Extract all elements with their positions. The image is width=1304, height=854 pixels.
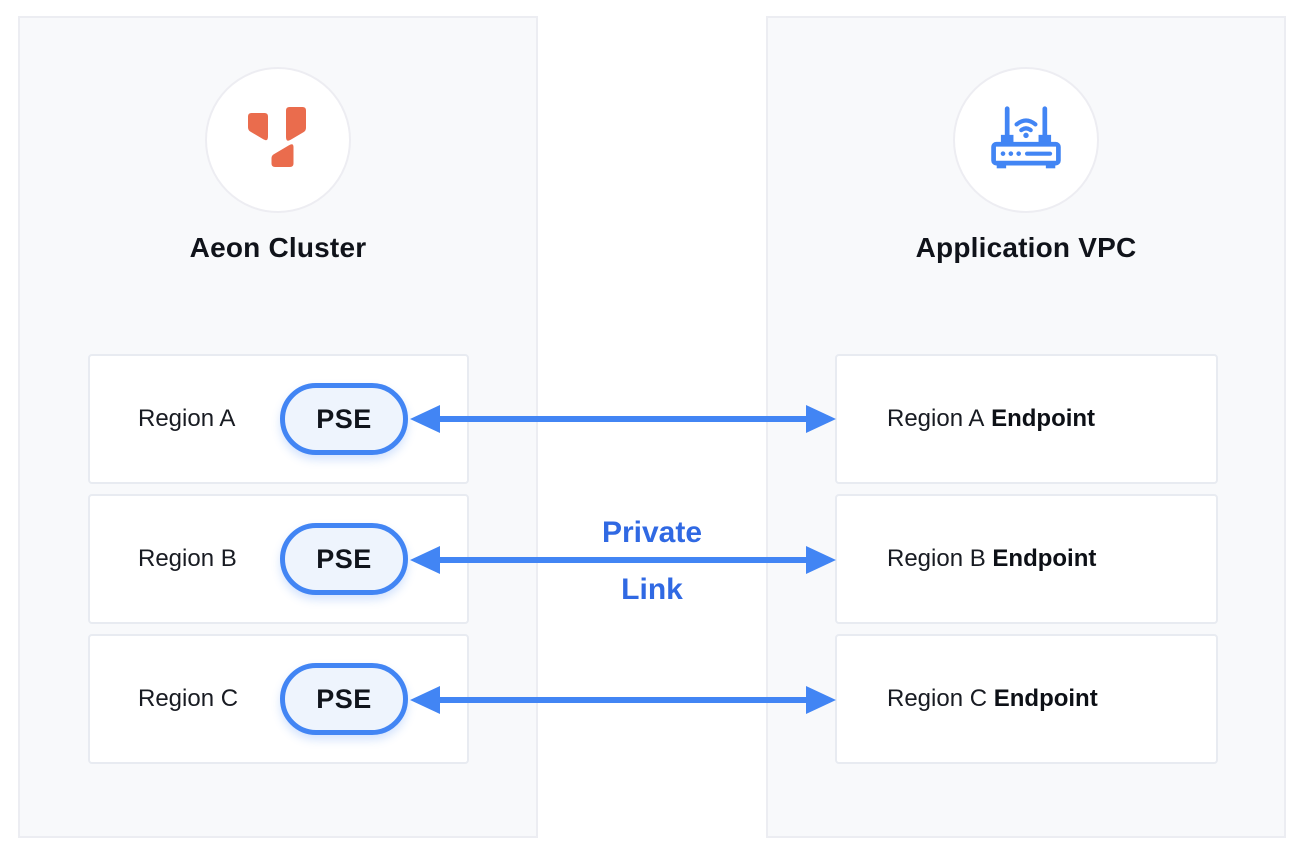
vpc-region-a-text: Region A [887,405,985,432]
region-a-pse-badge: PSE [280,383,408,455]
vpc-region-c-text: Region C [887,685,988,712]
private-link-label-line1: Private [601,516,703,549]
vpc-region-c-endpoint-text: Endpoint [993,685,1098,712]
application-vpc-title: Application VPC [915,232,1137,263]
arrow-shaft [432,697,814,703]
vpc-region-a-endpoint-text: Endpoint [991,405,1096,432]
aeon-region-a-label: Region A [138,405,236,432]
application-vpc-panel: Application VPC Region A Endpoint Region… [766,16,1286,838]
aeon-cluster-panel: Aeon Cluster Region A PSE Region B PSE R… [18,16,538,838]
vpc-region-b-endpoint-label: Region B Endpoint [837,545,1096,573]
arrow-shaft [432,557,814,563]
aeon-region-c-label: Region C [138,685,239,712]
arrow-shaft [432,416,814,422]
vpc-region-c-row: Region C Endpoint [835,634,1218,764]
region-b-pse-badge: PSE [280,523,408,595]
vpc-region-c-endpoint-label: Region C Endpoint [837,685,1098,713]
vpc-region-a-row: Region A Endpoint [835,354,1218,484]
region-c-pse-badge: PSE [280,663,408,735]
arrow-right-head-icon [806,686,836,714]
arrow-right-head-icon [806,546,836,574]
aeon-region-a-row: Region A PSE [88,354,469,484]
region-b-private-link-arrow [410,546,836,574]
aeon-cluster-title: Aeon Cluster [189,232,367,263]
aeon-region-b-label: Region B [138,545,237,572]
region-a-private-link-arrow [410,405,836,433]
application-vpc-icon-circle [953,67,1099,213]
aeon-region-c-row: Region C PSE [88,634,469,764]
vpc-region-b-endpoint-text: Endpoint [992,545,1097,572]
aeon-cluster-icon-circle [205,67,351,213]
private-link-label-line2: Link [621,573,683,606]
region-c-private-link-arrow [410,686,836,714]
aeon-logo-icon [248,106,308,174]
wifi-router-icon [980,104,1072,177]
vpc-region-b-text: Region B [887,545,986,572]
vpc-region-b-row: Region B Endpoint [835,494,1218,624]
vpc-region-a-endpoint-label: Region A Endpoint [837,405,1095,433]
arrow-right-head-icon [806,405,836,433]
aeon-region-b-row: Region B PSE [88,494,469,624]
